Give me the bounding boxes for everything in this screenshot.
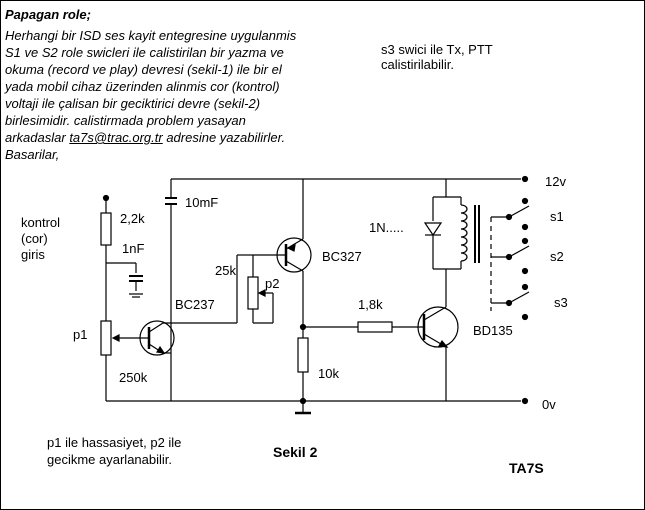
description-line-5: voltaji ile çalisan bir geciktirici devr… <box>5 96 261 111</box>
resistor-10k <box>295 327 311 415</box>
description-line-1: Herhangi bir ISD ses kayit entegresine u… <box>5 28 297 43</box>
footer-note-line-2: gecikme ayarlanabilir. <box>47 452 173 467</box>
input-label-2: (cor) <box>21 231 48 246</box>
terminal-12v <box>521 175 529 183</box>
description-line-7: arkadaslar ta7s@trac.org.tr adresine yaz… <box>5 130 285 145</box>
label-s3: s3 <box>554 295 568 310</box>
s3-note-line-2: calistirilabilir. <box>381 57 454 72</box>
label-r-emitter: 10k <box>318 366 339 381</box>
label-r1: 2,2k <box>120 211 145 226</box>
relay-coil <box>423 179 492 311</box>
description-line-6: birlesimidir. calistirmada problem yasay… <box>5 113 246 128</box>
label-q1: BC237 <box>175 297 215 312</box>
label-12v: 12v <box>545 174 566 189</box>
callsign: TA7S <box>509 460 544 476</box>
potentiometer-p2 <box>236 254 274 324</box>
relay-switches <box>491 197 530 321</box>
label-q3: BD135 <box>473 323 513 338</box>
label-p1: p1 <box>73 327 88 342</box>
capacitor-10mf <box>165 179 177 401</box>
transistor-q3 <box>417 269 459 401</box>
label-p2-value: 25k <box>215 263 236 278</box>
transistor-q2 <box>253 179 312 331</box>
input-label-1: kontrol <box>21 215 61 230</box>
closing-text: Basarilar, <box>5 147 60 162</box>
description-line-2: S1 ve S2 role swicleri ile calistirilan … <box>5 45 284 60</box>
figure-label: Sekil 2 <box>273 444 318 460</box>
label-p2: p2 <box>265 276 280 291</box>
s3-note-line-1: s3 swici ile Tx, PTT <box>381 42 493 57</box>
label-q2: BC327 <box>322 249 362 264</box>
terminal-0v <box>521 397 529 405</box>
footer-note-line-1: p1 ile hassasiyet, p2 ile <box>47 435 182 450</box>
label-c2: 1nF <box>122 241 145 256</box>
description-line-3: okuma (record ve play) devresi (sekil-1)… <box>5 62 282 77</box>
label-s2: s2 <box>550 249 564 264</box>
label-p1-value: 250k <box>119 370 148 385</box>
label-diode: 1N..... <box>369 220 404 235</box>
transistor-q1 <box>132 320 237 356</box>
label-c1: 10mF <box>185 195 219 210</box>
input-chain <box>100 194 143 401</box>
line-7-suffix: adresine yazabilirler. <box>162 130 286 145</box>
email-link[interactable]: ta7s@trac.org.tr <box>69 130 163 145</box>
label-r-base: 1,8k <box>358 297 383 312</box>
line-7-prefix: arkadaslar <box>5 130 70 145</box>
input-label-3: giris <box>21 247 45 262</box>
description-line-4: yada mobil cihaz üzerinden alinmis cor (… <box>5 79 280 94</box>
resistor-1-8k <box>303 321 424 333</box>
label-s1: s1 <box>550 209 564 224</box>
label-0v: 0v <box>542 397 556 412</box>
page-title: Papagan role; <box>5 7 91 22</box>
